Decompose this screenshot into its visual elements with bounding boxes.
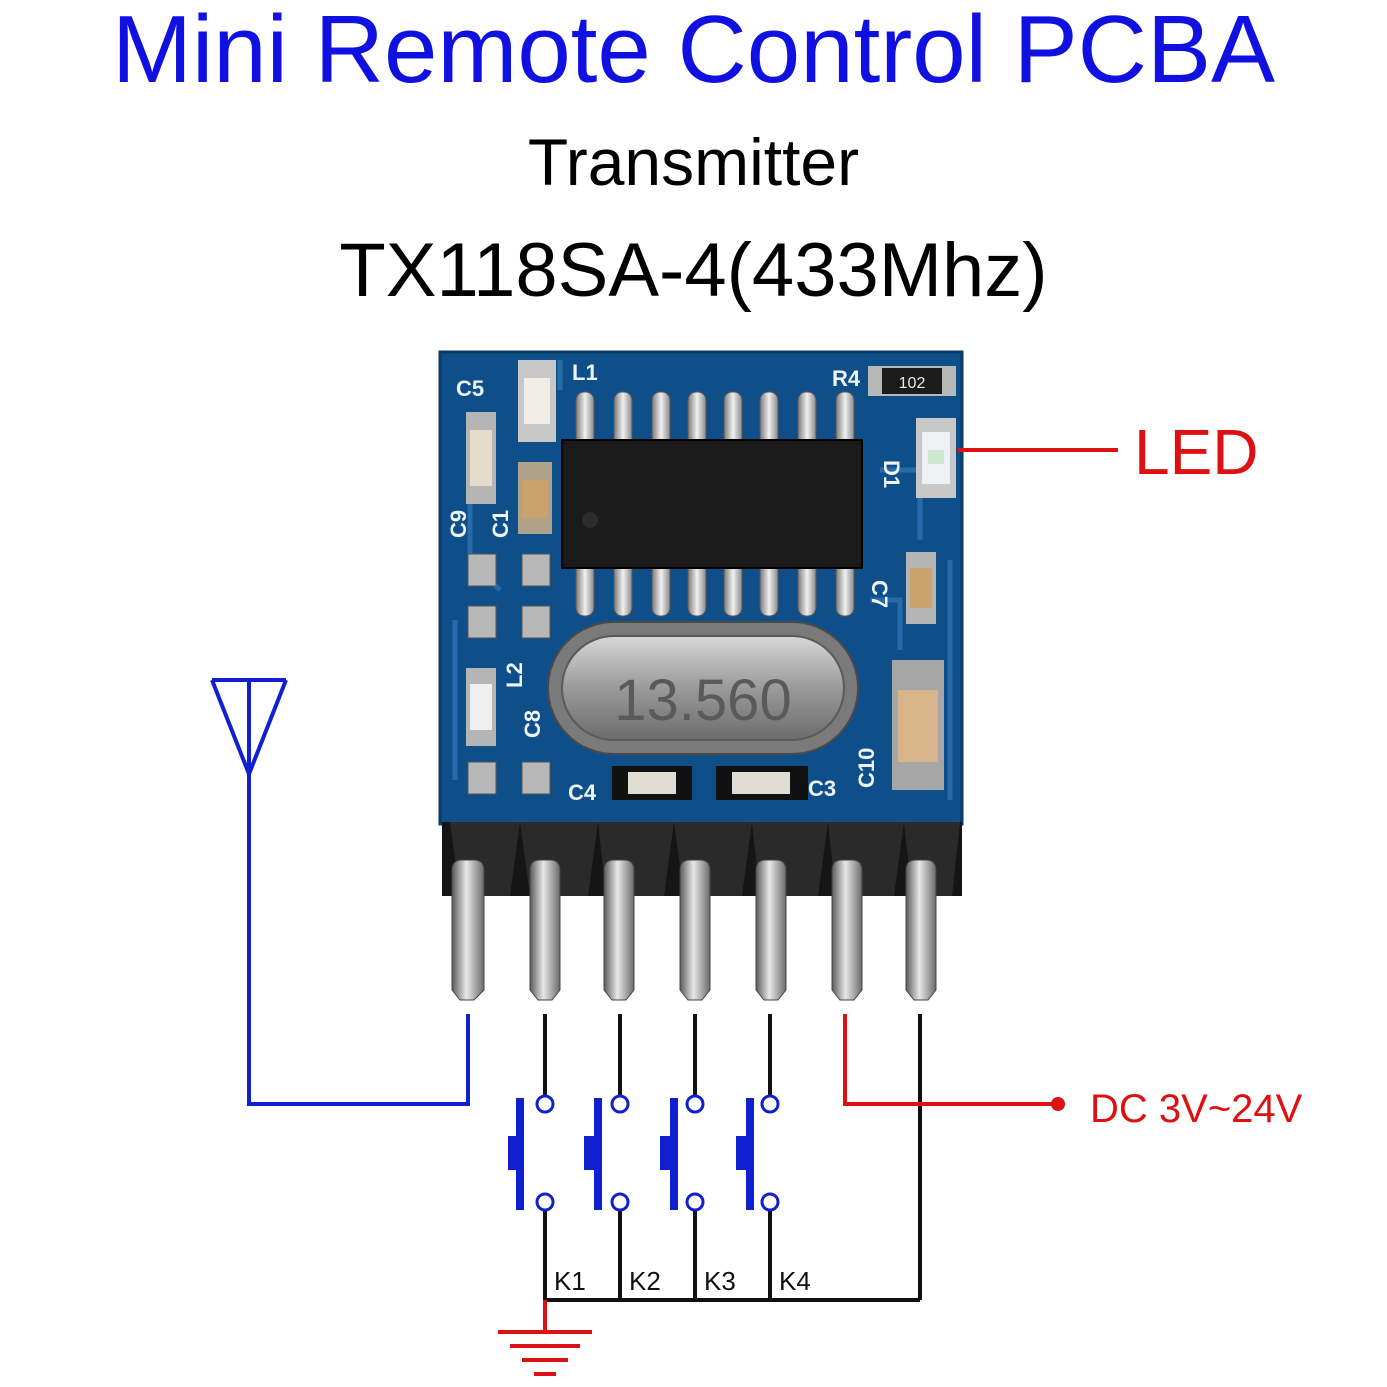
crystal-oscillator: 13.560 (547, 621, 859, 755)
power-label: DC 3V~24V (1090, 1087, 1303, 1131)
silk-c1: C1 (488, 510, 513, 538)
silkscreen-labels: C5 L1 R4 D1 C9 C1 C7 L2 C8 C4 C3 C10 (446, 360, 904, 805)
silk-c5: C5 (456, 376, 484, 401)
silk-d1: D1 (879, 460, 904, 488)
antenna-icon (210, 678, 288, 780)
switch-label-k1: K1 (554, 1266, 586, 1296)
switch-label-k4: K4 (779, 1266, 811, 1296)
model-label: TX118SA-4(433Mhz) (339, 228, 1048, 313)
push-button-k3 (660, 1094, 705, 1212)
silk-c9: C9 (446, 510, 471, 538)
led-label: LED (1134, 416, 1259, 488)
main-title: Mini Remote Control PCBA (111, 0, 1276, 103)
silk-l2: L2 (502, 662, 527, 688)
silk-r4: R4 (832, 366, 861, 391)
subtitle: Transmitter (527, 125, 860, 199)
pin-header (442, 822, 962, 1001)
push-button-k1 (508, 1094, 555, 1212)
silk-c8: C8 (520, 710, 545, 738)
power-callout: DC 3V~24V (843, 1014, 1303, 1131)
ground-icon (498, 1300, 592, 1376)
silk-c10: C10 (854, 748, 879, 788)
silk-l1: L1 (572, 360, 598, 385)
crystal-marking: 13.560 (614, 668, 791, 733)
smd-components: 102 (466, 360, 956, 800)
push-button-k4 (736, 1094, 780, 1212)
silk-c3: C3 (808, 776, 836, 801)
switch-label-k3: K3 (704, 1266, 736, 1296)
antenna-circuit (210, 678, 470, 1106)
switch-label-k2: K2 (629, 1266, 661, 1296)
push-button-k2 (584, 1094, 630, 1212)
ic-chip (561, 391, 863, 617)
silk-c4: C4 (568, 780, 597, 805)
silk-c7: C7 (867, 580, 892, 608)
switch-labels: K1 K2 K3 K4 (554, 1266, 811, 1296)
led-callout: LED (958, 416, 1259, 488)
resistor-code: 102 (899, 375, 926, 392)
